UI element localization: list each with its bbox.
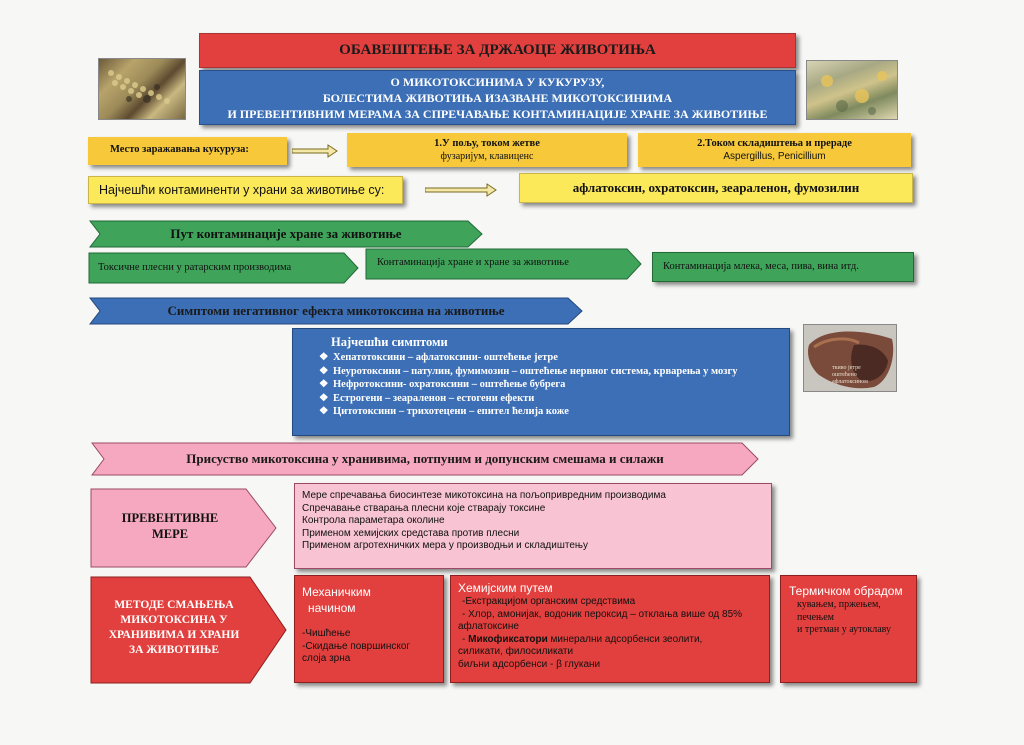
symptom-item: ❖Нефротоксини- охратоксини – оштећење бу… xyxy=(319,379,566,390)
methods-label-arrow: МЕТОДЕ СМАЊЕЊА МИКОТОКСИНА У ХРАНИВИМА И… xyxy=(90,576,288,684)
pathway-step-1: Токсичне плесни у ратарским производима xyxy=(88,252,360,284)
arrow-right-icon xyxy=(425,183,497,197)
chemical-method-title: Хемијским путем xyxy=(458,581,553,595)
chemical-method-box: Хемијским путем -Екстракцијом органским … xyxy=(450,575,770,683)
presence-title: Присуство микотоксина у хранивима, потпу… xyxy=(186,451,664,466)
chemical-item: - Микофиксатори минерални адсорбенси зео… xyxy=(462,633,703,645)
page-title: ОБАВЕШТЕЊЕ ЗА ДРЖАОЦЕ ЖИВОТИЊА xyxy=(339,42,656,58)
mechanical-method-box: Механичким начином -Чишћење -Скидање пов… xyxy=(294,575,444,683)
infection-field-title: 1.У пољу, током жетве xyxy=(434,138,540,149)
thermal-item: и третман у аутоклаву xyxy=(797,624,892,635)
pathway-step-1-label: Токсичне плесни у ратарским производима xyxy=(98,262,292,273)
contaminants-value-box: афлатоксин, охратоксин, зеараленон, фумо… xyxy=(519,173,913,203)
symptoms-title-banner: Симптоми негативног ефекта микотоксина н… xyxy=(88,297,584,325)
subtitle-line-1: О МИКОТОКСИНИМА У КУКУРУЗУ, xyxy=(390,75,605,89)
pathway-title: Пут контаминације хране за животиње xyxy=(170,226,402,241)
bullet-icon: ❖ xyxy=(319,406,329,417)
pathway-step-2: Контаминација хране и хране за животиње xyxy=(365,248,643,280)
infection-storage-sub: Aspergillus, Penicillium xyxy=(723,151,826,162)
mold-photo xyxy=(806,60,898,120)
infection-location-label-box: Место заражавања кукуруза: xyxy=(88,137,287,165)
mechanical-item: слоја зрна xyxy=(302,653,351,664)
infection-storage-box: 2.Током складиштења и прераде Aspergillu… xyxy=(638,133,911,167)
contaminants-value: афлатоксин, охратоксин, зеараленон, фумо… xyxy=(572,180,860,195)
prevention-item: Применом агротехничких мера у производњи… xyxy=(302,540,589,551)
symptom-item: ❖Цитотоксини – трихотецени – епител ћели… xyxy=(319,406,569,417)
prevention-label: ПРЕВЕНТИВНЕ МЕРЕ xyxy=(121,511,219,541)
contaminants-label-box: Најчешћи контаминенти у храни за животињ… xyxy=(88,176,403,204)
chemical-item: силикати, филосиликати xyxy=(458,646,574,657)
bullet-icon: ❖ xyxy=(319,352,329,363)
prevention-item: Мере спречавања биосинтезе микотоксина н… xyxy=(302,490,666,501)
symptom-item: ❖Естрогени – зеараленон – естогени ефект… xyxy=(319,392,535,404)
contaminants-label: Најчешћи контаминенти у храни за животињ… xyxy=(99,183,385,197)
page-title-banner: ОБАВЕШТЕЊЕ ЗА ДРЖАОЦЕ ЖИВОТИЊА xyxy=(199,33,796,68)
infection-storage-title: 2.Током складиштења и прераде xyxy=(697,138,852,149)
symptom-item: ❖Хепатотоксини – афлатоксини- оштећење ј… xyxy=(319,352,558,363)
mechanical-method-title: Механичким начином xyxy=(302,585,371,615)
pathway-title-banner: Пут контаминације хране за животиње xyxy=(88,220,484,248)
symptoms-list: ❖Хепатотоксини – афлатоксини- оштећење ј… xyxy=(319,351,789,419)
bullet-icon: ❖ xyxy=(319,379,329,390)
subtitle-line-3: И ПРЕВЕНТИВНИМ МЕРАМА ЗА СПРЕЧАВАЊЕ КОНТ… xyxy=(227,107,768,121)
infection-field-box: 1.У пољу, током жетве фузаријум, клавице… xyxy=(347,133,627,167)
prevention-item: Применом хемијских средстава против плес… xyxy=(302,527,520,539)
chemical-item: биљни адсорбенси - β глукани xyxy=(458,658,601,670)
bullet-icon: ❖ xyxy=(319,365,329,377)
symptoms-title: Симптоми негативног ефекта микотоксина н… xyxy=(167,303,505,318)
moldy-corn-photo xyxy=(98,58,186,120)
thermal-method-box: Термичком обрадом кувањем, пржењем, пече… xyxy=(780,575,917,683)
mechanical-item: -Скидање површинског xyxy=(302,640,411,652)
damaged-liver-photo: ткиво јетре оштећено афлатоксином xyxy=(803,324,897,392)
symptom-item: ❖Неуротоксини – патулин, фумимозин – ошт… xyxy=(319,365,738,377)
pathway-step-3: Контаминација млека, меса, пива, вина ит… xyxy=(652,252,914,282)
chemical-item: -Екстракцијом органским средствима xyxy=(462,596,636,607)
chemical-item: - Хлор, амонијак, водоник пероксид – отк… xyxy=(462,608,743,620)
chemical-item: афлатоксине xyxy=(458,621,519,632)
symptoms-box-title: Најчешћи симптоми xyxy=(331,335,448,349)
pathway-step-3-label: Контаминација млека, меса, пива, вина ит… xyxy=(663,261,859,272)
subtitle-banner: О МИКОТОКСИНИМА У КУКУРУЗУ, БОЛЕСТИМА ЖИ… xyxy=(199,70,796,125)
mechanical-item: -Чишћење xyxy=(302,628,351,639)
prevention-label-arrow: ПРЕВЕНТИВНЕ МЕРЕ xyxy=(90,488,278,568)
liver-photo-caption: ткиво јетре оштећено афлатоксином xyxy=(832,365,868,385)
methods-label: МЕТОДЕ СМАЊЕЊА МИКОТОКСИНА У ХРАНИВИМА И… xyxy=(108,599,240,656)
presence-title-banner: Присуство микотоксина у хранивима, потпу… xyxy=(90,442,760,476)
prevention-list-box: Мере спречавања биосинтезе микотоксина н… xyxy=(294,483,772,569)
thermal-item: печењем xyxy=(797,611,835,623)
subtitle-line-2: БОЛЕСТИМА ЖИВОТИЊА ИЗАЗВАНЕ МИКОТОКСИНИМ… xyxy=(322,91,673,105)
infection-location-label: Место заражавања кукуруза: xyxy=(110,144,249,155)
prevention-item: Контрола параметара околине xyxy=(302,515,445,526)
symptoms-box: Најчешћи симптоми ❖Хепатотоксини – афлат… xyxy=(292,328,790,436)
pathway-step-2-label: Контаминација хране и хране за животиње xyxy=(377,257,569,268)
bullet-icon: ❖ xyxy=(319,392,329,404)
infection-field-sub: фузаријум, клавиценс xyxy=(440,151,534,162)
arrow-right-icon xyxy=(292,144,338,158)
prevention-item: Спречавање стварања плесни које стварају… xyxy=(302,502,546,514)
thermal-item: кувањем, пржењем, xyxy=(797,599,881,610)
thermal-method-title: Термичком обрадом xyxy=(789,584,903,598)
